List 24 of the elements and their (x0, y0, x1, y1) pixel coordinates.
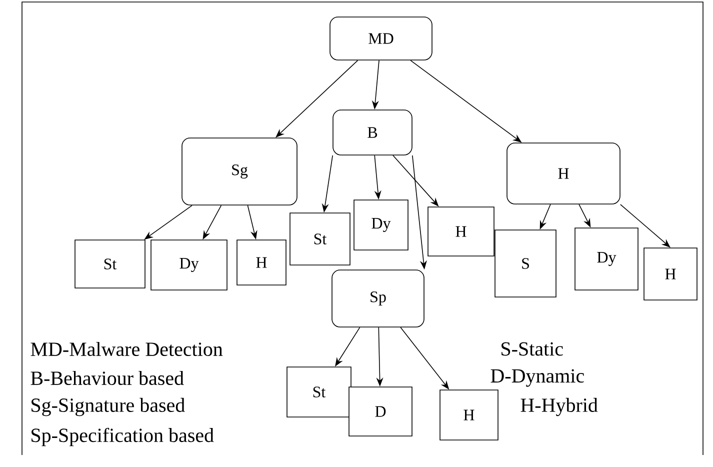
process-box: St (286, 366, 352, 418)
process-box: H (428, 206, 494, 256)
process-box: H (644, 248, 698, 300)
process-box: H (440, 390, 498, 440)
legend-text: MD-Malware Detection (30, 342, 223, 356)
legend-text: Sp-Specification based (32, 428, 214, 446)
legend-text: H-Hybrid (520, 398, 598, 416)
legend-text: D-Dynamic (490, 369, 584, 387)
process-box: D (348, 386, 412, 436)
legend-text: B-Behaviour based (30, 370, 184, 386)
process-box: St (290, 212, 350, 266)
rounded-box: H (506, 142, 620, 204)
process-box: S (494, 230, 556, 298)
process-box: Dy (574, 228, 638, 290)
legend-text: S-Static (502, 342, 563, 356)
rounded-box: MD (330, 16, 432, 60)
legend-text: Sg-Signature based (32, 398, 185, 416)
rounded-box: B (332, 110, 412, 156)
rounded-box: Sp (332, 270, 424, 328)
process-box: Dy (150, 240, 228, 290)
process-box: St (74, 240, 146, 288)
process-box: Dy (354, 200, 408, 250)
rounded-box: Sg (182, 138, 298, 206)
process-box: H (236, 240, 286, 286)
